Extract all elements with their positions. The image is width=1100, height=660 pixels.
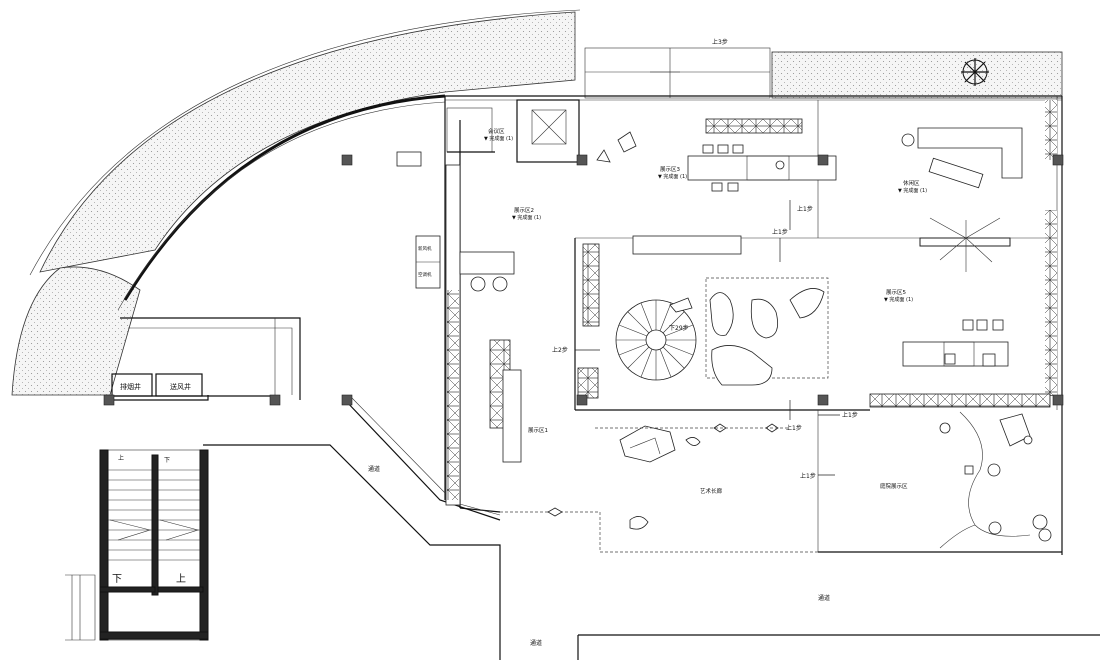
label-equip-2: 空调机 [418, 271, 432, 278]
service-stack [396, 151, 515, 506]
label-lounge: 休闲区 [903, 179, 920, 187]
art-corridor-objects [547, 423, 790, 530]
label-step-up-2: 上2步 [552, 346, 568, 354]
label-exhaust-shaft: 排烟井 [120, 382, 141, 391]
label-passage-bottom-right: 通道 [818, 594, 830, 602]
label-lounge-level: ▼ 完成面 (1) [898, 187, 927, 194]
label-art-corridor: 艺术长廊 [700, 487, 723, 495]
label-exhibition-5-level: ▼ 完成面 (1) [884, 296, 913, 303]
label-exhibition-3: 展示区3 [660, 166, 681, 173]
exhibition-5-furniture [902, 319, 1009, 367]
left-wing [65, 317, 1100, 660]
label-stair-up: 上 [176, 573, 186, 585]
label-step-up-1-d: 上1步 [786, 424, 802, 432]
label-passage-left: 通道 [368, 465, 380, 473]
label-supply-shaft: 送风井 [170, 382, 191, 391]
courtyard [939, 411, 1052, 549]
display-cabinets [489, 100, 1057, 463]
label-equip-1: 新风机 [418, 245, 432, 252]
label-exhibition-2: 展示区2 [514, 207, 534, 214]
label-step-up-1-b: 上1步 [772, 228, 788, 236]
label-exhibition-1: 展示区1 [528, 427, 548, 434]
label-step-up-3: 上3步 [712, 38, 728, 46]
room-labels: 展示区2 ▼ 完成面 (1) 展示区3 ▼ 完成面 (1) 休闲区 ▼ 完成面 … [112, 38, 927, 647]
label-exhibition-5: 展示区5 [886, 289, 907, 296]
label-stair-down: 下 [112, 574, 122, 585]
landscape-top-right [584, 47, 1063, 99]
structural-columns [103, 154, 1064, 406]
lounge-furniture [901, 127, 1023, 272]
label-meeting-level: ▼ 完成面 (1) [484, 135, 513, 142]
label-step-up-1-a: 上1步 [797, 205, 813, 213]
label-courtyard: 庭院展示区 [880, 482, 908, 490]
label-stair-small-up: 上 [118, 454, 124, 462]
label-step-down-29: 下29步 [669, 324, 689, 332]
label-meeting: 会议区 [488, 127, 505, 135]
label-exhibition-3-level: ▼ 完成面 (1) [658, 173, 687, 180]
label-step-up-1-e: 上1步 [800, 472, 816, 480]
label-step-up-1-c: 上1步 [842, 411, 858, 419]
step-arrows [575, 200, 840, 476]
label-stair-small-down: 下 [164, 457, 170, 464]
label-exhibition-2-level: ▼ 完成面 (1) [512, 214, 541, 221]
exhibition-3-furniture [596, 131, 837, 192]
label-passage-bottom-mid: 通道 [530, 639, 542, 647]
spiral-stair [615, 277, 829, 386]
landscape-arc [11, 9, 581, 396]
